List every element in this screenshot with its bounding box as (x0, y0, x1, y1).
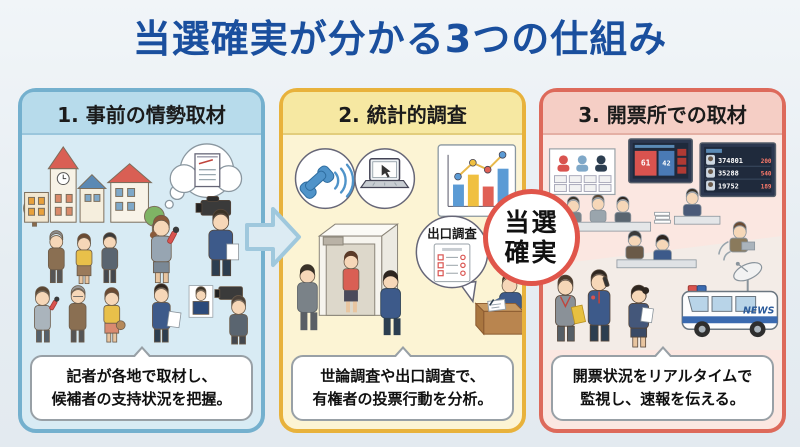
share-left-value: 61 (641, 159, 651, 168)
panel-1-body: 記者が各地で取材し、 候補者の支持状況を把握。 (22, 135, 261, 429)
panel-2-header: 2. 統計的調査 (283, 92, 522, 135)
panel-3-header: 3. 開票所での取材 (543, 92, 782, 135)
field-reporting-illustration (23, 143, 248, 345)
vote-share-monitor: 61 42 (628, 138, 693, 184)
votes-row-2: 35288 (718, 170, 739, 178)
badge-line2: 確実 (504, 237, 559, 267)
newsroom-desks (557, 188, 756, 269)
town-buildings-icon (23, 146, 165, 234)
tv-cameraman (195, 196, 239, 277)
votes-row-3: 19752 (718, 183, 739, 191)
panel-3-title: 3. 開票所での取材 (578, 103, 747, 127)
caption-2-line2: 有権者の投票行動を分析。 (312, 389, 493, 408)
notepad-thought-bubble-icon (164, 143, 243, 209)
microphone-icon (167, 226, 180, 244)
pollster-at-desk (474, 273, 522, 336)
results-monitor: 374801 200 35288 540 19752 189 (699, 142, 777, 198)
standing-reporters (555, 269, 654, 348)
candidate-poster-icon (188, 285, 214, 318)
panel-2-title: 2. 統計的調査 (338, 103, 467, 127)
panel-pre-election-reporting: 1. 事前の情勢取材 (18, 88, 265, 433)
votes-row-1: 374801 (718, 157, 743, 165)
panel-1-header: 1. 事前の情勢取材 (22, 92, 261, 135)
caption-3-line2: 監視し、速報を伝える。 (580, 389, 745, 408)
reporter-with-microphone (149, 214, 180, 284)
panel-2-body: 出口調査 (283, 135, 522, 429)
exit-poll-label: 出口調査 (427, 226, 477, 241)
caption-bubble-1: 記者が各地で取材し、 候補者の支持状況を把握。 (30, 346, 253, 421)
voting-booth-scene (297, 223, 401, 336)
winner-confirmed-badge: 当選 確実 (483, 189, 580, 286)
news-van-label: NEWS (743, 305, 775, 316)
gain-row-3: 189 (761, 184, 772, 191)
gain-row-1: 200 (761, 158, 772, 165)
caption-1-line1: 記者が各地で取材し、 (66, 367, 217, 385)
newsroom-illustration: 61 42 374801 200 35288 540 (543, 138, 782, 350)
panel-1-title: 1. 事前の情勢取材 (57, 103, 226, 127)
street-interview-group (47, 230, 119, 285)
survey-illustration: 出口調査 (294, 144, 522, 336)
panel-counting-station-coverage: 3. 開票所での取材 61 (539, 88, 786, 433)
gain-row-2: 540 (761, 171, 772, 178)
exit-poll-bubble: 出口調査 (415, 215, 489, 304)
phone-survey-icon (294, 148, 356, 210)
badge-line1: 当選 (504, 208, 559, 237)
caption-bubble-2: 世論調査や出口調査で、 有権者の投票行動を分析。 (291, 346, 514, 421)
share-right-value: 42 (662, 160, 670, 168)
caption-bubble-3: 開票状況をリアルタイムで 監視し、速報を伝える。 (551, 346, 774, 421)
candidate-tally-board-icon (548, 148, 616, 196)
news-van-icon: NEWS (681, 241, 779, 338)
online-survey-icon (354, 148, 416, 210)
poll-chart-icon (437, 144, 517, 217)
bottom-interview-row (34, 283, 248, 345)
flow-arrow-icon (245, 207, 301, 267)
panel-3-body: 61 42 374801 200 35288 540 (543, 135, 782, 429)
caption-2-line1: 世論調査や出口調査で、 (320, 367, 485, 385)
page-title: 当選確実が分かる3つの仕組み (132, 17, 668, 61)
caption-1-line2: 候補者の支持状況を把握。 (51, 389, 232, 408)
panel-statistical-survey: 2. 統計的調査 (279, 88, 526, 433)
caption-3-line1: 開票状況をリアルタイムで (572, 367, 753, 385)
